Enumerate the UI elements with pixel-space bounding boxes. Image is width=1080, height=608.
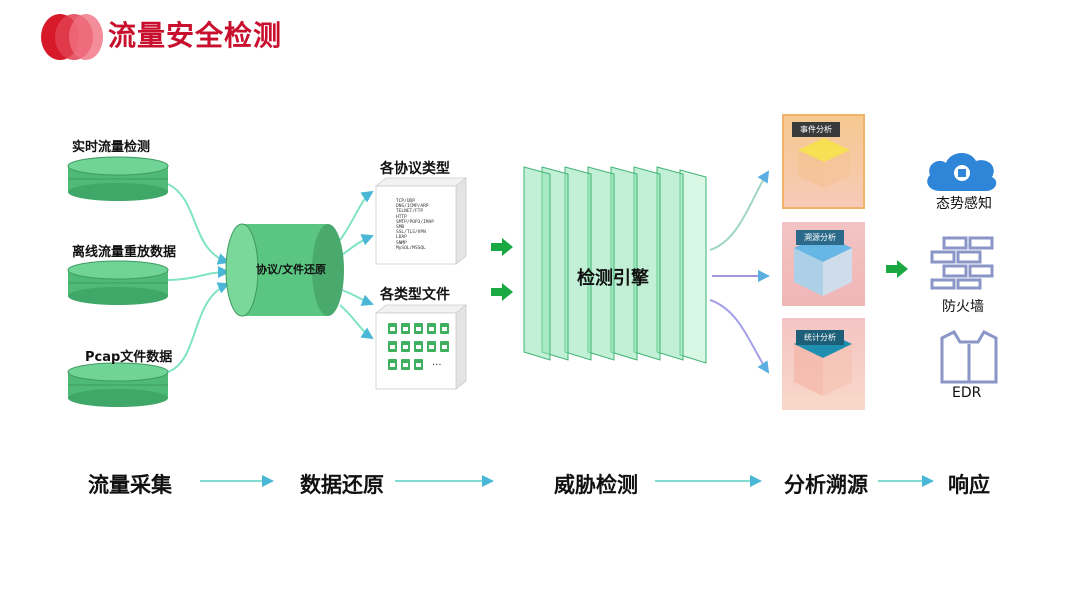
protocol-item: HTTP	[396, 214, 407, 220]
brand-logo	[41, 14, 103, 60]
stage-analyze: 分析溯源	[784, 473, 868, 497]
analysis-panel-stats: 统计分析	[782, 318, 865, 410]
protocols-title: 各协议类型	[380, 161, 450, 177]
files-title: 各类型文件	[380, 287, 450, 303]
stage-respond: 响应	[948, 473, 990, 497]
protocol-item: SMB	[396, 225, 405, 231]
protocols-box	[374, 177, 468, 265]
analysis-tag-trace: 溯源分析	[796, 230, 844, 245]
response-label-3: EDR	[952, 385, 982, 401]
analysis-tag-stats: 统计分析	[796, 330, 844, 345]
vest-icon	[940, 330, 998, 384]
source-label-1: 实时流量检测	[72, 140, 151, 155]
arrow-right-icon	[491, 238, 513, 256]
firewall-icon	[930, 236, 994, 290]
arrow-right-icon	[491, 283, 513, 301]
protocol-item: SNMP	[396, 240, 407, 246]
restore-cylinder	[225, 223, 344, 317]
files-more: ···	[432, 360, 442, 371]
protocol-item: DNS/ICMP/ARP	[396, 204, 429, 210]
arrow-right-icon	[886, 260, 908, 278]
page-title: 流量安全检测	[108, 19, 283, 52]
protocol-item: TCP/UDP	[396, 199, 415, 204]
protocol-item: MySQL/MSSQL	[396, 245, 426, 251]
source-disk-3	[67, 362, 169, 407]
response-label-2: 防火墙	[942, 299, 984, 315]
engine-label: 检测引擎	[577, 268, 649, 289]
stage-restore: 数据还原	[300, 473, 384, 497]
analysis-tag-event: 事件分析	[792, 122, 840, 137]
protocol-list: TCP/UDP DNS/ICMP/ARP TELNET/FTP HTTP SMT…	[396, 199, 434, 251]
response-label-1: 态势感知	[936, 196, 992, 212]
source-disk-1	[67, 156, 169, 201]
analysis-panel-event: 事件分析	[782, 114, 865, 209]
engine-layers	[523, 166, 707, 364]
cloud-icon	[927, 152, 997, 191]
source-label-3: Pcap文件数据	[85, 350, 173, 365]
stage-detect: 威胁检测	[554, 473, 638, 497]
source-disk-2	[67, 260, 169, 305]
protocol-item: TELNET/FTP	[396, 209, 424, 215]
protocol-item: LDAP	[396, 235, 407, 241]
protocol-item: SSL/TLS/VPN	[396, 230, 426, 236]
stage-collect: 流量采集	[88, 473, 172, 497]
analysis-panel-trace: 溯源分析	[782, 222, 865, 306]
files-box	[374, 304, 468, 390]
protocol-item: SMTP/POP3/IMAP	[396, 219, 434, 225]
restore-label: 协议/文件还原	[256, 263, 327, 276]
yellow-cube-icon	[798, 138, 850, 188]
source-label-2: 离线流量重放数据	[72, 245, 177, 260]
